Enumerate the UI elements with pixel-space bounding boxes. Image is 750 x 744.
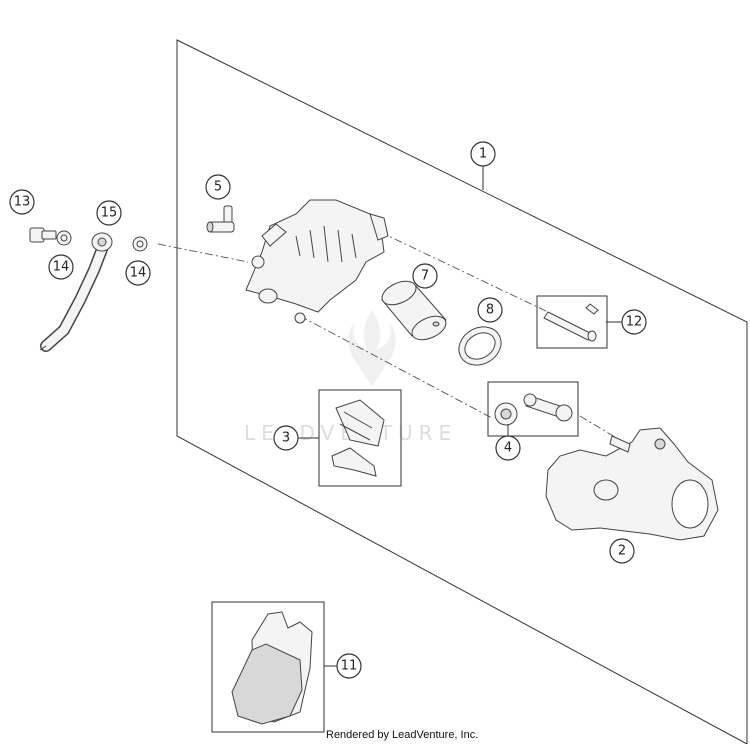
brake-pad-front [231, 643, 303, 725]
pin-kit-box [536, 295, 608, 349]
brake-hose [39, 238, 110, 352]
banjo-fitting [91, 232, 113, 252]
centerline-pin-lower [299, 315, 493, 419]
callout-15: 15 [96, 200, 122, 226]
centerline-bolt [157, 243, 249, 263]
pad-spring [331, 399, 385, 477]
callout-4: 4 [495, 435, 521, 461]
svg-text:5: 5 [214, 180, 222, 195]
brake-pad-box [211, 601, 325, 733]
bushing-kit-box [487, 381, 579, 437]
callout-1: 1 [470, 141, 496, 167]
svg-text:15: 15 [101, 206, 118, 221]
svg-text:7: 7 [421, 269, 429, 284]
callout-7: 7 [412, 263, 438, 289]
caliper-housing [245, 199, 389, 324]
callout-14-left: 14 [48, 254, 74, 280]
svg-text:1: 1 [479, 147, 487, 162]
banjo-bolt [29, 227, 57, 243]
centerline-bracket [579, 415, 621, 441]
svg-text:2: 2 [618, 544, 626, 559]
centerline-pin-upper [379, 231, 549, 313]
callout-3: 3 [273, 425, 299, 451]
callout-12: 12 [621, 309, 647, 335]
caliper-bracket [545, 427, 719, 541]
callout-8: 8 [477, 297, 503, 323]
svg-text:12: 12 [626, 315, 643, 330]
callout-14-right: 14 [125, 260, 151, 286]
svg-text:13: 13 [14, 195, 31, 210]
callout-5: 5 [205, 174, 231, 200]
caliper-piston [381, 280, 447, 341]
callout-2: 2 [609, 538, 635, 564]
sleeve-bushing [523, 393, 573, 422]
piston-seal-ring [458, 326, 502, 366]
svg-text:8: 8 [486, 303, 494, 318]
svg-text:14: 14 [53, 260, 70, 275]
callout-11: 11 [336, 653, 362, 679]
assembly-frame [176, 39, 748, 744]
guide-pin [543, 303, 599, 342]
svg-text:11: 11 [341, 659, 358, 674]
svg-text:3: 3 [282, 431, 290, 446]
rubber-boot [494, 402, 518, 426]
watermark-logo [348, 310, 396, 386]
svg-text:4: 4 [504, 441, 512, 456]
bleeder-valve [206, 205, 235, 233]
svg-text:14: 14 [130, 266, 147, 281]
callout-13: 13 [9, 189, 35, 215]
render-credit: Rendered by LeadVenture, Inc. [326, 729, 478, 741]
